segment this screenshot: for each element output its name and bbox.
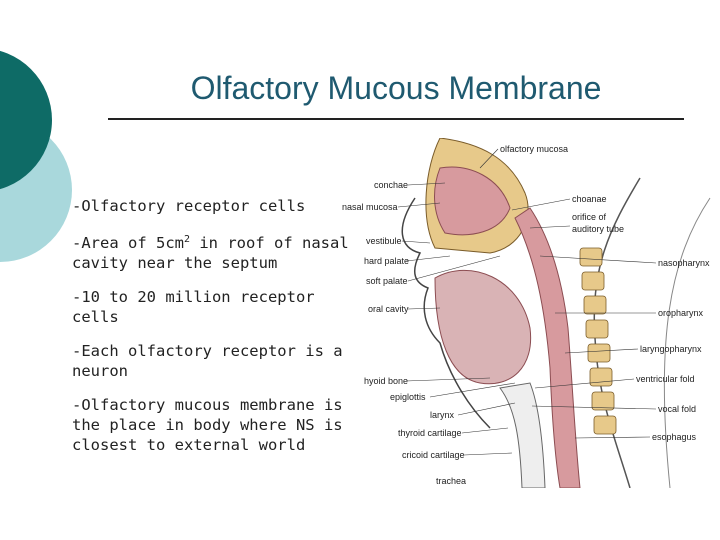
labels-left: conchae nasal mucosa vestibule hard pala… (342, 180, 466, 486)
label-vestibule: vestibule (366, 236, 402, 246)
corner-decoration (0, 50, 72, 262)
label-olfactory-mucosa: olfactory mucosa (500, 144, 568, 154)
tongue (434, 269, 532, 385)
label-soft-palate: soft palate (366, 276, 408, 286)
label-orifice-of: orifice of (572, 212, 607, 222)
trachea (499, 382, 546, 488)
label-cricoid-cartilage: cricoid cartilage (402, 450, 465, 460)
label-auditory-tube: auditory tube (572, 224, 624, 234)
bullet-list: -Olfactory receptor cells -Area of 5cm2 … (72, 196, 352, 469)
label-oral-cavity: oral cavity (368, 304, 409, 314)
label-hyoid-bone: hyoid bone (364, 376, 408, 386)
leader-lines-left (397, 182, 516, 456)
pharynx (514, 207, 581, 488)
label-ventricular-fold: ventricular fold (636, 374, 695, 384)
bullet-item: -Each olfactory receptor is a neuron (72, 342, 343, 381)
nasal-mucosa-shape (434, 166, 511, 236)
bullet-item: -Olfactory receptor cells (72, 197, 306, 215)
label-laryngopharynx: laryngopharynx (640, 344, 702, 354)
bullet-item: -10 to 20 million receptor cells (72, 288, 315, 327)
bullet-item: -Olfactory mucous membrane is the place … (72, 396, 343, 455)
decor-circle-dark (0, 50, 52, 190)
bullet-item: -Area of 5cm2 in roof of nasal cavity ne… (72, 234, 349, 273)
label-nasal-mucosa: nasal mucosa (342, 202, 398, 212)
label-larynx: larynx (430, 410, 455, 420)
label-oropharynx: oropharynx (658, 308, 704, 318)
vertebrae (579, 247, 617, 435)
slide-title: Olfactory Mucous Membrane (190, 70, 602, 106)
label-nasopharynx: nasopharynx (658, 258, 710, 268)
label-choanae: choanae (572, 194, 607, 204)
label-thyroid-cartilage: thyroid cartilage (398, 428, 462, 438)
neck-skin (663, 197, 711, 488)
label-hard-palate: hard palate (364, 256, 409, 266)
anatomy-diagram: conchae nasal mucosa vestibule hard pala… (342, 138, 711, 488)
label-vocal-fold: vocal fold (658, 404, 696, 414)
labels-right: olfactory mucosa choanae orifice of audi… (500, 144, 710, 442)
leader-lines-right (479, 148, 657, 439)
label-conchae: conchae (374, 180, 408, 190)
label-epiglottis: epiglottis (390, 392, 426, 402)
face-profile (401, 197, 491, 429)
label-esophagus: esophagus (652, 432, 697, 442)
label-trachea: trachea (436, 476, 466, 486)
title-divider (108, 118, 684, 120)
